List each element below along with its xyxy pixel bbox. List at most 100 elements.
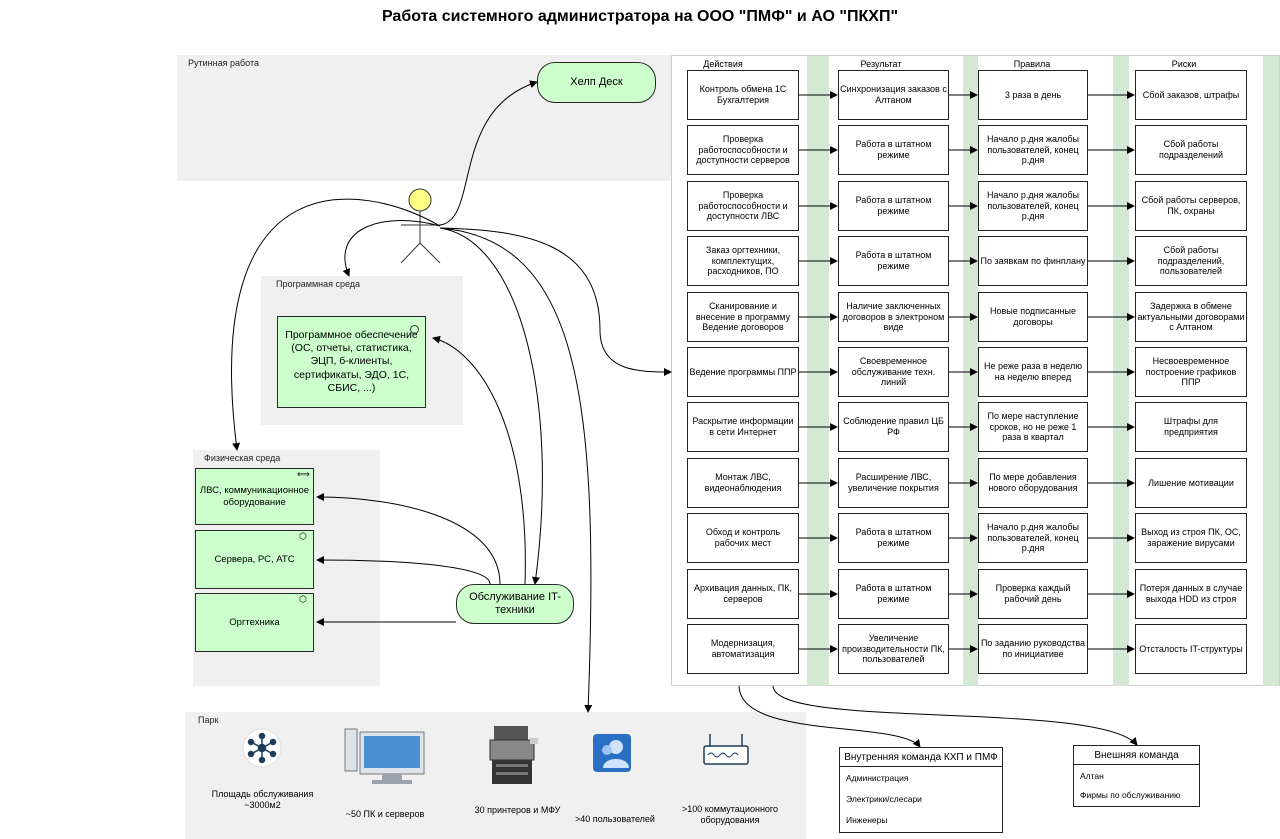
column-header-risks: Риски (1171, 59, 1197, 69)
network-hub-icon (242, 728, 282, 768)
result-cell: Работа в штатном режиме (838, 236, 949, 286)
physical-item-office[interactable]: Оргтехника (195, 593, 314, 652)
edge-table-internal (738, 685, 921, 748)
action-cell: Монтаж ЛВС, видеонаблюдения (687, 458, 799, 508)
risk-cell: Сбой заказов, штрафы (1135, 70, 1247, 120)
edge-table-external (772, 685, 1138, 746)
risk-cell: Штрафы для предприятия (1135, 402, 1247, 452)
park-item-area: Площадь обслуживания ~3000м2 (210, 728, 315, 838)
rule-cell: Проверка каждый рабочий день (978, 569, 1088, 619)
risk-cell: Выход из строя ПК, ОС, заражение вирусам… (1135, 513, 1247, 563)
users-icon (593, 734, 631, 772)
it-service-node[interactable]: Обслуживание IT-техники (456, 584, 574, 624)
helpdesk-node[interactable]: Хелп Деск (537, 62, 656, 103)
diagram-title: Работа системного администратора на ООО … (381, 8, 899, 25)
park-item-switches: >100 коммутационного оборудования (670, 732, 790, 836)
result-cell: Работа в штатном режиме (838, 513, 949, 563)
action-cell: Модернизация, автоматизация (687, 624, 799, 674)
routine-zone-label: Рутинная работа (188, 58, 259, 68)
action-cell: Контроль обмена 1С Бухгалтерия (687, 70, 799, 120)
result-cell: Наличие заключенных договоров в электрон… (838, 292, 949, 342)
rule-cell: 3 раза в день (978, 70, 1088, 120)
internal-team-box: Внутренняя команда КХП и ПМФ Администрац… (839, 747, 1003, 833)
risk-cell: Сбой работы подразделений (1135, 125, 1247, 175)
action-cell: Сканирование и внесение в программу Веде… (687, 292, 799, 342)
external-team-item: Фирмы по обслуживанию (1080, 790, 1181, 800)
action-cell: Проверка работоспособности и доступности… (687, 125, 799, 175)
action-cell: Обход и контроль рабочих мест (687, 513, 799, 563)
edge-actor-physical (231, 198, 441, 451)
result-cell: Соблюдение правил ЦБ РФ (838, 402, 949, 452)
edge-service-servers (316, 556, 491, 585)
rule-cell: Не реже раза в неделю на неделю вперед (978, 347, 1088, 397)
rule-cell: Начало р.дня жалобы пользователей, конец… (978, 513, 1088, 563)
result-cell: Работа в штатном режиме (838, 569, 949, 619)
device-icon: ⬡ (299, 531, 307, 541)
internal-team-item: Администрация (846, 773, 909, 783)
park-caption-printers: 30 принтеров и МФУ (474, 805, 561, 815)
risk-cell: Сбой работы серверов, ПК, охраны (1135, 181, 1247, 231)
rule-cell: По заданию руководства по инициативе (978, 624, 1088, 674)
rule-cell: Начало р.дня жалобы пользователей, конец… (978, 125, 1088, 175)
park-caption-pcs: ~50 ПК и серверов (345, 809, 425, 819)
internal-team-title: Внутренняя команда КХП и ПМФ (840, 748, 1002, 767)
risk-cell: Задержка в обмене актуальными договорами… (1135, 292, 1247, 342)
rule-cell: По мере добавления нового оборудования (978, 458, 1088, 508)
result-cell: Расширение ЛВС, увеличение покрытия (838, 458, 949, 508)
risk-cell: Лишение мотивации (1135, 458, 1247, 508)
physical-item-servers-label: Сервера, РС, АТС (214, 553, 295, 565)
action-cell: Заказ оргтехники, комплектущих, расходни… (687, 236, 799, 286)
risk-cell: Несвоевременное построение графиков ППР (1135, 347, 1247, 397)
software-zone-label: Программная среда (276, 279, 361, 289)
park-zone-label: Парк (198, 715, 219, 725)
action-cell: Ведение программы ППР (687, 347, 799, 397)
column-header-actions: Действия (703, 59, 743, 69)
internal-team-item: Электрики/слесари (846, 794, 922, 804)
physical-item-lan[interactable]: ЛВС, коммуникационное оборудование (195, 468, 314, 525)
park-item-printers: 30 принтеров и МФУ (470, 724, 565, 836)
edge-actor-service (439, 227, 543, 585)
park-caption-area: Площадь обслуживания ~3000м2 (211, 789, 314, 810)
external-team-item: Алтан (1080, 771, 1104, 781)
risk-cell: Сбой работы подразделений, пользователей (1135, 236, 1247, 286)
park-caption-switches: >100 коммутационного оборудования (681, 804, 779, 825)
edge-actor-software (342, 220, 441, 277)
lane-separator-3 (1113, 56, 1129, 686)
computer-icon (344, 728, 425, 784)
external-team-title: Внешняя команда (1074, 746, 1199, 765)
rule-cell: По мере наступление сроков, но не реже 1… (978, 402, 1088, 452)
result-cell: Работа в штатном режиме (838, 181, 949, 231)
rule-cell: Новые подписанные договоры (978, 292, 1088, 342)
risk-cell: Отсталость IT-структуры (1135, 624, 1247, 674)
result-cell: Работа в штатном режиме (838, 125, 949, 175)
column-header-rules: Правила (1013, 59, 1051, 69)
device-icon: ⬡ (299, 594, 307, 604)
node-icon (410, 325, 419, 334)
printer-icon (489, 726, 538, 784)
result-cell: Своевременное обслуживание техн. линий (838, 347, 949, 397)
action-cell: Проверка работоспособности и доступности… (687, 181, 799, 231)
park-item-pcs: ~50 ПК и серверов (330, 728, 440, 838)
double-arrow-icon: ⟺ (297, 469, 310, 479)
internal-team-item: Инженеры (846, 815, 888, 825)
physical-item-office-label: Оргтехника (229, 616, 280, 628)
edge-service-software (432, 335, 526, 585)
park-caption-users: >40 пользователей (575, 814, 655, 824)
result-cell: Увеличение производительности ПК, пользо… (838, 624, 949, 674)
actor-icon (400, 188, 441, 264)
router-icon (703, 734, 749, 765)
column-header-result: Результат (860, 59, 902, 69)
rule-cell: По заявкам по финплану (978, 236, 1088, 286)
lane-separator-1 (807, 56, 829, 686)
rule-cell: Начало р.дня жалобы пользователей, конец… (978, 181, 1088, 231)
software-node[interactable]: Программное обеспечение (ОС, отчеты, ста… (277, 316, 426, 408)
software-node-label: Программное обеспечение (ОС, отчеты, ста… (285, 329, 418, 394)
physical-item-servers[interactable]: Сервера, РС, АТС (195, 530, 314, 589)
result-cell: Синхронизация заказов с Алтаном (838, 70, 949, 120)
edge-actor-table (439, 227, 672, 376)
physical-item-lan-label: ЛВС, коммуникационное оборудование (199, 484, 310, 508)
park-item-users: >40 пользователей (565, 732, 665, 832)
edge-actor-park (439, 227, 593, 713)
lane-separator-4 (1263, 56, 1279, 686)
